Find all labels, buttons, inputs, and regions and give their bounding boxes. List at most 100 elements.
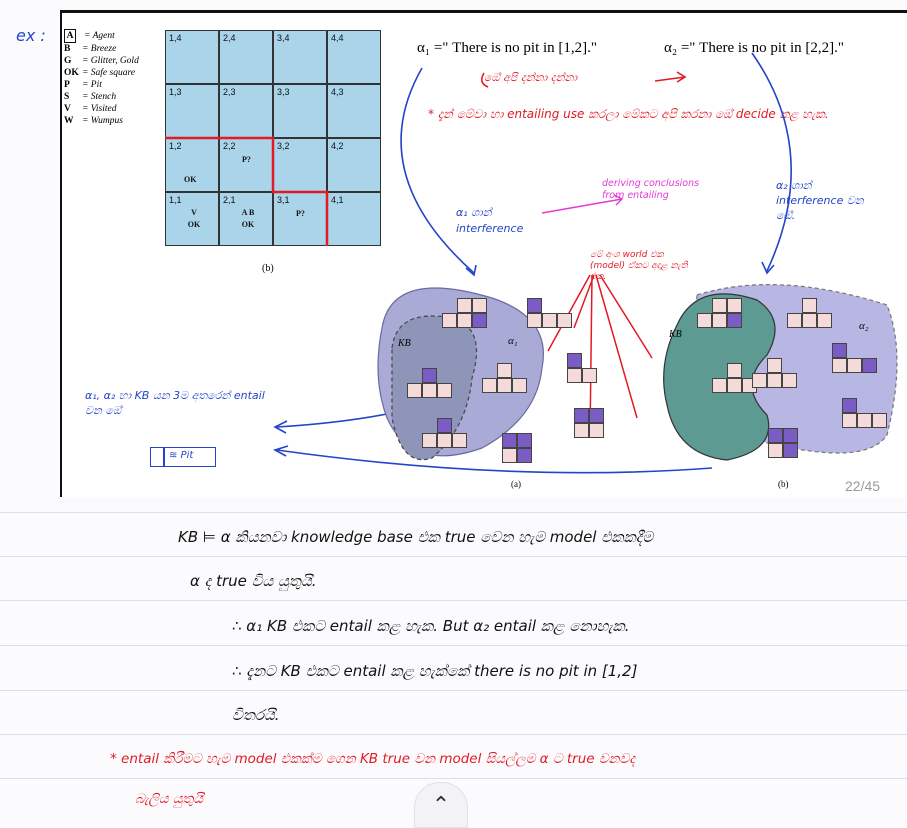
note-line-4: ∴ දැනට KB එකට entail කළ හැක්කේ there is … (232, 662, 638, 680)
model-grid (422, 418, 467, 448)
alpha1-definition: α₁ =" There is no pit in [1,2]." (417, 40, 598, 56)
ruled-line (0, 512, 907, 513)
pit-sketch-box: ≋ Pit (150, 446, 216, 467)
note-line-2: α ද true විය යුතුයි. (190, 572, 317, 590)
legend-key: A (64, 29, 76, 43)
cell-coordinate: 3,3 (277, 87, 290, 97)
model-grid (787, 298, 832, 328)
cell-coordinate: 3,1 (277, 195, 290, 205)
legend-key: P (64, 80, 70, 90)
ruled-line (0, 600, 907, 601)
cell-percept: P? (296, 209, 305, 218)
legend-item: V = Visited (64, 103, 139, 115)
grid-cell: 2,4 (219, 30, 273, 84)
grid-cell: 3,3 (273, 84, 327, 138)
note-red-line-2: බැලිය යුතුයි (135, 791, 204, 807)
subfig-a-caption: (a) (511, 479, 521, 489)
legend-item: S= Stench (64, 91, 139, 103)
handwritten-alpha1-inference: α₁ ශාන් interference (456, 206, 524, 235)
cell-coordinate: 2,2 (223, 141, 236, 151)
red-arrows (480, 71, 687, 88)
handwritten-note-known: ඔේ අපි දන්නා දන්නා (484, 71, 578, 84)
cell-coordinate: 1,1 (169, 195, 182, 205)
legend-desc: = Agent (84, 31, 115, 41)
ruled-line (0, 645, 907, 646)
legend-desc: = Breeze (82, 44, 117, 54)
model-grid (697, 298, 742, 328)
grid-cell: 1,3 (165, 84, 219, 138)
model-grid (768, 428, 813, 458)
ruled-line (0, 734, 907, 735)
model-grid (442, 298, 487, 328)
legend-key: S (64, 92, 70, 102)
grid-cell: 1,4 (165, 30, 219, 84)
note-line-5: විතරයි. (232, 706, 280, 724)
ruled-line (0, 778, 907, 779)
example-label: ex : (16, 26, 46, 45)
note-red-line-1: * entail කිරීමට හැම model එකක්ම ගෙන KB t… (110, 751, 636, 767)
legend-item: W = Wumpus (64, 115, 139, 127)
scroll-up-button[interactable]: ⌃ (414, 782, 468, 828)
cell-percept: A B OK (241, 208, 255, 229)
subfig-b-caption: (b) (778, 479, 789, 489)
alpha2-definition: α₂ =" There is no pit in [2,2]." (664, 40, 845, 56)
kb-label-a: KB (398, 338, 411, 349)
grid-caption: (b) (262, 263, 274, 274)
grid-cell: 1,1 V OK (165, 192, 219, 246)
model-grid (574, 408, 619, 438)
legend-desc: = Glitter, Gold (82, 56, 139, 66)
handwritten-world-note: මේ අංශ world එක (model) ඒකට අදාළ නැති එක… (590, 250, 688, 282)
legend-desc: = Wumpus (82, 116, 123, 126)
legend-key: G (64, 56, 72, 66)
cell-coordinate: 3,4 (277, 33, 290, 43)
grid-cell: 3,4 (273, 30, 327, 84)
model-grid (527, 298, 572, 328)
handwritten-note-decide: * දැන් මේවා හා entailing use කරලා මේකට අ… (428, 107, 829, 121)
legend-key: OK (64, 68, 79, 78)
model-grid (832, 343, 877, 373)
legend-item: P = Pit (64, 79, 139, 91)
cell-coordinate: 3,2 (277, 141, 290, 151)
legend-key: V (64, 104, 71, 114)
legend-desc: = Pit (82, 80, 102, 90)
cell-percept: V OK (187, 208, 201, 229)
cell-coordinate: 2,3 (223, 87, 236, 97)
model-grid (407, 368, 452, 398)
cell-coordinate: 4,4 (331, 33, 344, 43)
ruled-line (0, 556, 907, 557)
alpha1-label: α₁ (508, 335, 518, 347)
pit-sketch-label: ≋ Pit (169, 450, 194, 461)
model-grid (842, 398, 887, 428)
grid-cell: 4,3 (327, 84, 381, 138)
handwritten-deriving: deriving conclusions from entailing (602, 178, 700, 201)
note-line-3: ∴ α₁ KB එකට entail කළ හැක. But α₂ entail… (232, 617, 630, 635)
ruled-line (0, 690, 907, 691)
legend-desc: = Safe square (82, 68, 136, 78)
chevron-up-icon: ⌃ (431, 792, 451, 818)
cell-coordinate: 4,3 (331, 87, 344, 97)
legend-item: A = Agent (64, 29, 139, 43)
grid-cell: 4,1 (327, 192, 381, 246)
legend-key: W (64, 116, 74, 126)
grid-cell: 2,3 (219, 84, 273, 138)
frontier-boundary (165, 136, 329, 246)
cell-coordinate: 1,3 (169, 87, 182, 97)
cell-percept: OK (184, 175, 197, 184)
cell-coordinate: 1,4 (169, 33, 182, 43)
legend-desc: = Visited (82, 104, 117, 114)
kb-label-b: KB (669, 329, 682, 340)
cell-percept: P? (242, 155, 251, 164)
cell-coordinate: 1,2 (169, 141, 182, 151)
handwritten-entail-note: α₁, α₂ හා KB යන 3ම අතරෙන් entail වන ඔේ (85, 389, 265, 417)
grid-cell: 4,2 (327, 138, 381, 192)
cell-coordinate: 2,4 (223, 33, 236, 43)
legend-item: B= Breeze (64, 43, 139, 55)
model-grid (482, 363, 527, 393)
grid-cell: 4,4 (327, 30, 381, 84)
cell-coordinate: 4,1 (331, 195, 344, 205)
